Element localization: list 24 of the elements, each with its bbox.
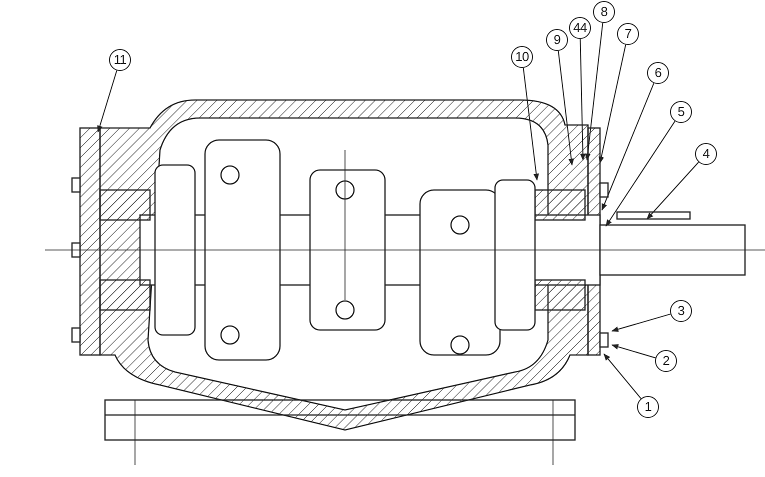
leader-line — [606, 120, 676, 227]
leader-line — [611, 344, 656, 358]
leader-line — [97, 70, 118, 133]
callout-number: 44 — [569, 17, 591, 39]
callout-number: 5 — [670, 101, 692, 123]
callout-number: 2 — [655, 350, 677, 372]
leader-line — [558, 50, 574, 166]
leader-line — [584, 22, 604, 161]
leader-line — [602, 82, 654, 211]
callout-number: 3 — [670, 300, 692, 322]
callout-number: 11 — [109, 49, 131, 71]
callout-number: 9 — [546, 29, 568, 51]
callout-number: 4 — [695, 143, 717, 165]
leader-line — [611, 314, 671, 332]
leader-line — [598, 44, 626, 164]
callout-number: 8 — [593, 1, 615, 23]
leader-line — [646, 162, 700, 220]
leader-line — [522, 67, 540, 181]
leader-line — [604, 353, 642, 400]
callout-number: 6 — [647, 62, 669, 84]
callout-number: 7 — [617, 23, 639, 45]
callout-number: 10 — [511, 46, 533, 68]
leader-line — [580, 38, 586, 161]
callout-number: 1 — [637, 396, 659, 418]
